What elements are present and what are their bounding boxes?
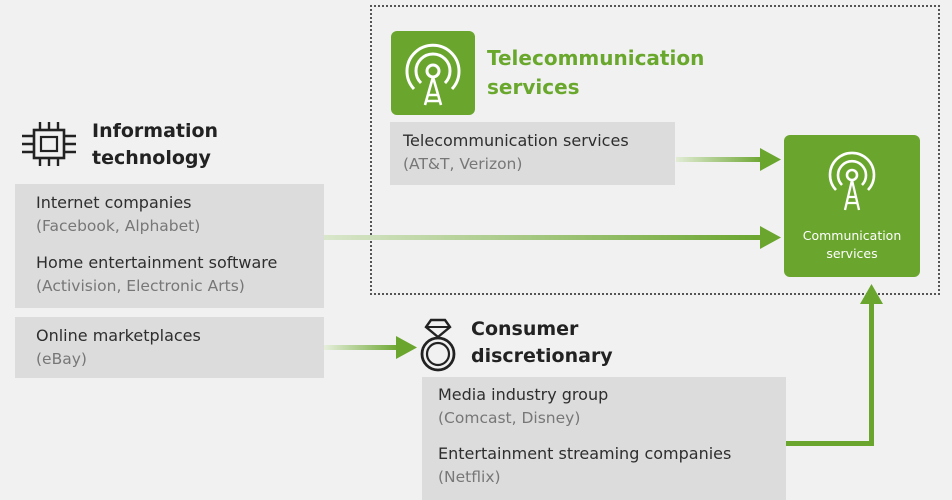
- online-marketplaces-title: Online marketplaces: [36, 326, 201, 345]
- antenna-icon: [405, 43, 461, 106]
- online-marketplaces-examples: (eBay): [36, 350, 87, 368]
- media-industry-title: Media industry group: [438, 385, 609, 404]
- communication-services-tile: Communication services: [784, 135, 920, 277]
- telecom-heading-line1: Telecommunication: [487, 46, 705, 70]
- cd-heading-line1: Consumer: [471, 318, 579, 340]
- it-heading: Information technology: [92, 118, 218, 172]
- telecom-services-title: Telecommunication services: [403, 131, 629, 150]
- it-heading-line1: Information: [92, 120, 219, 142]
- antenna-icon: [828, 151, 876, 211]
- home-entertainment-title: Home entertainment software: [36, 253, 278, 272]
- telecom-group-border: [370, 5, 940, 295]
- streaming-companies-examples: (Netflix): [438, 468, 501, 486]
- telecom-icon-tile: [391, 31, 475, 115]
- communication-services-label: Communication services: [785, 227, 919, 263]
- communication-services-line2: services: [826, 246, 878, 261]
- media-industry-examples: (Comcast, Disney): [438, 409, 581, 427]
- telecom-services-box: Telecommunication services (AT&T, Verizo…: [390, 122, 675, 185]
- streaming-companies-title: Entertainment streaming companies: [438, 444, 732, 463]
- online-marketplaces-box: Online marketplaces (eBay): [15, 317, 324, 378]
- it-companies-box: Internet companies (Facebook, Alphabet) …: [15, 184, 324, 308]
- telecom-heading: Telecommunication services: [487, 44, 704, 102]
- arrow-icon: [786, 284, 883, 446]
- arrow-icon: [324, 336, 417, 359]
- ring-icon: [420, 318, 456, 372]
- telecom-heading-line2: services: [487, 75, 580, 99]
- it-heading-line2: technology: [92, 147, 211, 169]
- internet-companies-examples: (Facebook, Alphabet): [36, 217, 201, 235]
- communication-services-line1: Communication: [802, 228, 902, 243]
- internet-companies-title: Internet companies: [36, 193, 192, 212]
- chip-icon: [22, 122, 76, 166]
- cd-heading-line2: discretionary: [471, 345, 613, 367]
- media-companies-box: Media industry group (Comcast, Disney) E…: [422, 377, 786, 500]
- telecom-services-examples: (AT&T, Verizon): [403, 155, 523, 173]
- cd-heading: Consumer discretionary: [471, 316, 613, 370]
- home-entertainment-examples: (Activision, Electronic Arts): [36, 277, 245, 295]
